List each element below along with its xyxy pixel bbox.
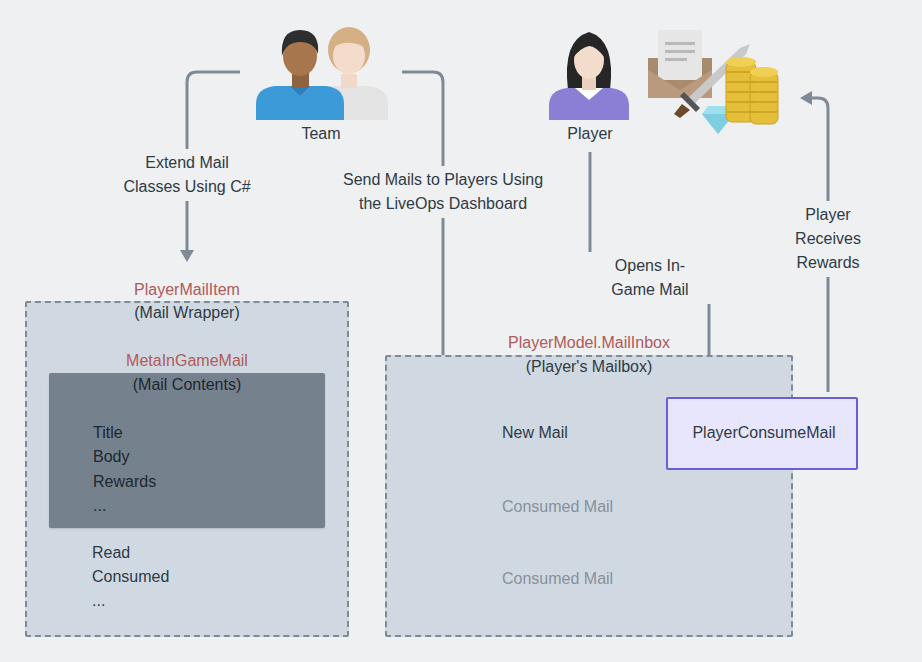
node-text: ... (92, 591, 105, 611)
edge-label: Send Mails to Players Using the LiveOps … (308, 166, 578, 218)
node-title: MetaInGameMail (126, 351, 248, 371)
consumed-mail-item: Consumed Mail (400, 475, 640, 539)
team-icon (256, 27, 388, 120)
node-title: Team (301, 124, 340, 144)
node-text: Title (93, 423, 123, 443)
rewards-icon (648, 30, 778, 134)
mail-contents-box: MetaInGameMail (Mail Contents) TitleBodyRe… (49, 350, 325, 528)
new-mail-item: New Mail (400, 398, 590, 462)
node-text: Read (92, 543, 130, 563)
player-node: Player (545, 25, 635, 150)
node-title: Player (567, 124, 612, 144)
connector (187, 72, 240, 258)
box-frame (49, 373, 325, 528)
edge-label: Opens In-Game Mail (583, 252, 718, 304)
node-text: Consumed (92, 567, 169, 587)
node-text: Body (93, 447, 129, 467)
node-title: PlayerMailItem (134, 280, 240, 300)
node-title: Consumed Mail (502, 569, 613, 589)
node-text: ... (93, 496, 106, 516)
connector (590, 152, 709, 387)
mailbox-box: PlayerModel.MailInbox (Player's Mailbox) N… (385, 333, 793, 637)
arrow-head (180, 250, 194, 262)
connector (402, 72, 443, 379)
reward-leader (800, 91, 828, 392)
team-node: Team (240, 25, 402, 150)
node-title: New Mail (502, 423, 568, 443)
note-label: Player Receives Rewards (781, 201, 875, 277)
node-text: Rewards (93, 472, 156, 492)
node-text: (Player's Mailbox) (526, 357, 653, 377)
process-box: PlayerConsumeMail (666, 397, 858, 470)
edge-label: Extend Mail Classes Using C# (102, 149, 272, 201)
node-text: (Mail Wrapper) (134, 303, 240, 323)
node-text: (Mail Contents) (133, 375, 241, 395)
node-title: PlayerConsumeMail (692, 423, 835, 443)
player-icon (549, 32, 629, 120)
node-title: PlayerModel.MailInbox (508, 333, 670, 353)
mail-wrapper-box: PlayerMailItem (Mail Wrapper) ReadConsumed… (25, 280, 349, 637)
node-title: Consumed Mail (502, 497, 613, 517)
consumed-mail-item: Consumed Mail (400, 547, 640, 611)
